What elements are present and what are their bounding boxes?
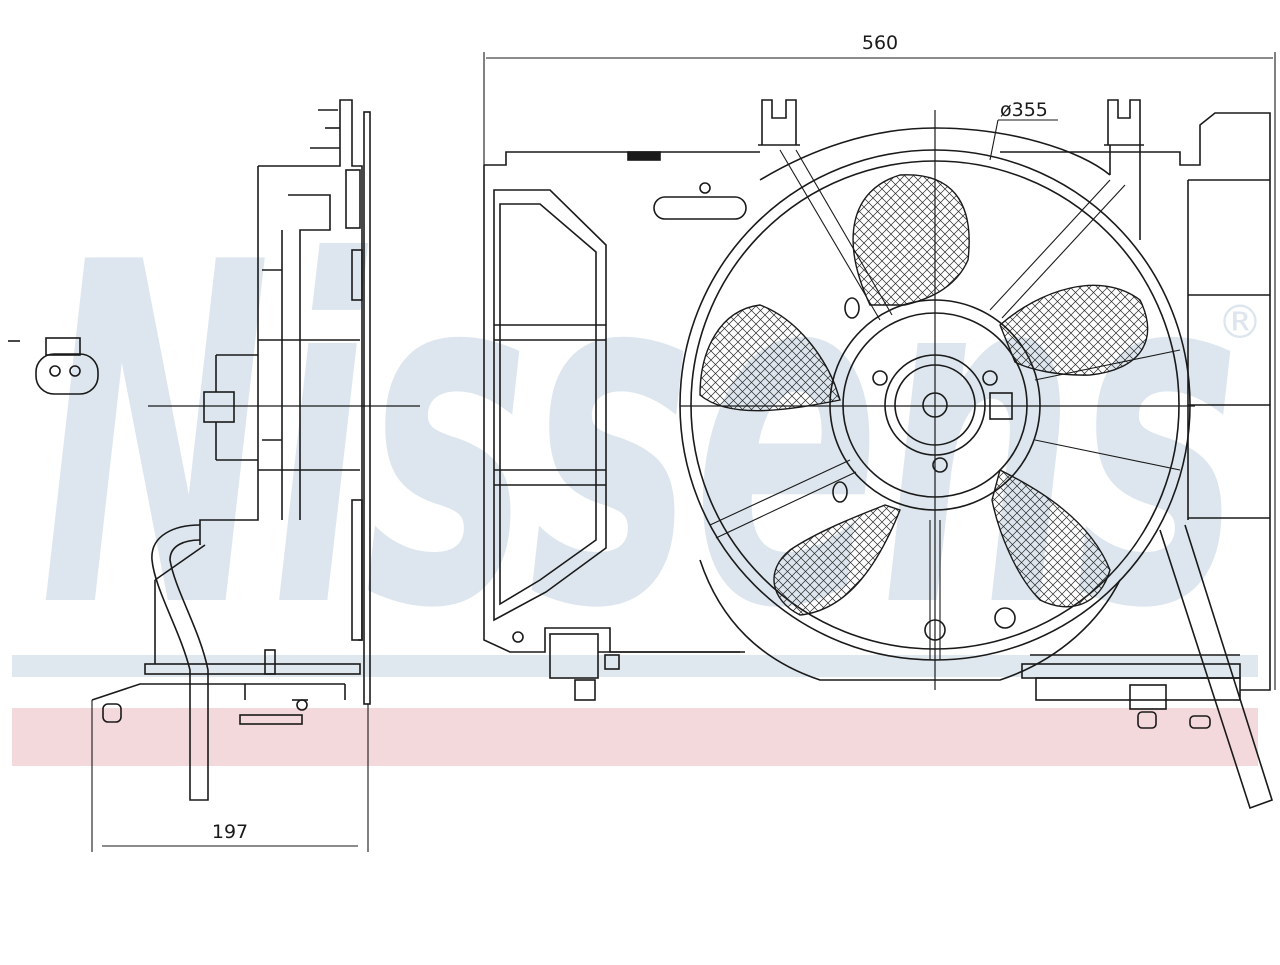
- width-dimension-label: 560: [862, 32, 898, 54]
- fan-diameter-label: ø355: [1000, 99, 1048, 121]
- side-view: [91, 99, 420, 801]
- depth-dimension-label: 197: [212, 821, 248, 843]
- fan-blade: [991, 468, 1111, 608]
- watermark: Nissens ®: [12, 164, 1263, 766]
- width-dimension: 560: [483, 32, 1276, 690]
- fan-assembly: [679, 110, 1195, 690]
- watermark-band-pink: [12, 708, 1258, 766]
- watermark-registered-mark: ®: [1217, 295, 1263, 349]
- fan-blade: [852, 174, 970, 306]
- fan-blade: [773, 504, 901, 616]
- connector-detail: [8, 337, 99, 395]
- fan-blade: [699, 304, 841, 412]
- fan-blade: [999, 284, 1149, 376]
- shroud-frame: [483, 99, 1273, 810]
- watermark-brand: Nissens: [40, 164, 1240, 711]
- depth-dimension: 197: [91, 700, 369, 852]
- fan-diameter-dimension: ø355: [989, 99, 1058, 161]
